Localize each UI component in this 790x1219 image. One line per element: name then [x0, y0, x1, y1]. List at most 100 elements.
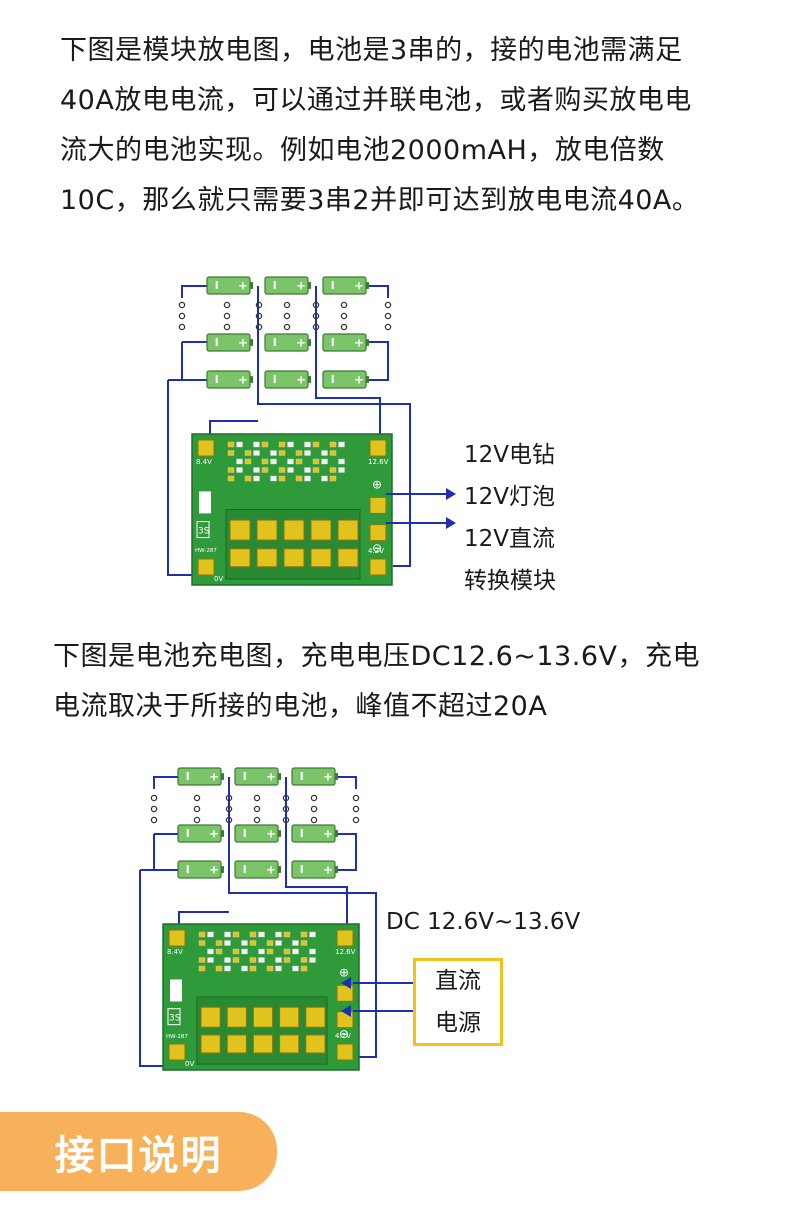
wire — [338, 776, 357, 789]
smd-component — [249, 965, 257, 972]
source-box-line-1: 直流 — [435, 968, 481, 994]
ellipsis-dot — [282, 816, 290, 824]
battery-terminal — [221, 866, 224, 873]
arrow-head — [446, 517, 456, 529]
smd-component — [312, 458, 320, 465]
smd-component — [249, 931, 257, 938]
solder-pad — [336, 929, 354, 947]
ellipsis-dot — [282, 805, 290, 813]
solder-pad — [197, 439, 215, 457]
smd-component — [232, 931, 240, 938]
battery-cell: I+ — [234, 767, 281, 786]
mosfet-pad — [256, 548, 278, 568]
ellipsis-dot — [352, 805, 360, 813]
solder-pad-positive — [369, 496, 387, 514]
wire — [368, 341, 389, 356]
battery-terminal — [250, 376, 253, 383]
smd-component — [275, 957, 282, 963]
smd-component — [215, 940, 223, 946]
ellipsis-dot — [150, 816, 158, 824]
smd-component — [198, 965, 206, 972]
ellipsis-dot — [310, 805, 318, 813]
mosfet-pad — [226, 1006, 247, 1028]
pcb-white-strip — [199, 491, 211, 514]
smd-component — [261, 441, 269, 448]
smd-component — [270, 475, 277, 482]
wire — [368, 285, 389, 298]
smd-component — [309, 957, 316, 963]
smd-component — [227, 475, 235, 482]
wire — [315, 286, 381, 445]
battery-neg-sign: I — [300, 864, 304, 876]
smd-component — [236, 467, 243, 473]
smd-component — [321, 458, 328, 465]
wire — [368, 356, 389, 381]
smd-component — [283, 931, 291, 938]
smd-component — [329, 450, 337, 456]
solder-pad — [197, 558, 215, 576]
smd-component — [338, 467, 345, 473]
battery-pos-sign: + — [266, 770, 276, 784]
mosfet-pad — [305, 1006, 326, 1028]
ellipsis-dot — [223, 312, 231, 320]
ellipsis-dot — [340, 323, 348, 331]
smd-component — [244, 458, 252, 465]
smd-component — [244, 475, 252, 482]
smd-component — [266, 940, 274, 946]
ellipsis-dot — [255, 323, 263, 331]
battery-terminal — [221, 773, 224, 780]
battery-pos-sign: + — [323, 863, 333, 877]
ellipsis-dot — [312, 301, 320, 309]
smd-component — [309, 931, 316, 938]
battery-pos-sign: + — [266, 863, 276, 877]
mosfet-pad — [252, 1034, 274, 1054]
ellipsis-dot — [253, 816, 261, 824]
pcb-white-strip — [170, 979, 182, 1002]
mosfet-pad — [310, 548, 332, 568]
discharge-line-4: 10C，那么就只需要3串2并即可达到放电电流40A。 — [60, 185, 700, 216]
smd-component — [300, 957, 308, 963]
pcb-badge: 3S — [169, 1014, 181, 1024]
ellipsis-dot — [384, 301, 392, 309]
smd-component — [207, 957, 214, 963]
discharge-line-3: 流大的电池实现。例如电池2000mAH，放电倍数 — [60, 135, 665, 166]
battery-cell: I+ — [177, 767, 224, 786]
smd-component — [258, 948, 265, 955]
minus-symbol: ⊖ — [339, 1027, 349, 1041]
ellipsis-dot — [193, 816, 201, 824]
wire — [167, 380, 197, 576]
solder-pad-negative — [369, 524, 387, 542]
ellipsis-dot — [178, 323, 186, 331]
battery-pos-sign: + — [238, 279, 248, 293]
ellipsis-dot — [310, 816, 318, 824]
source-box-line-2: 电源 — [435, 1010, 481, 1036]
battery-terminal — [366, 376, 369, 383]
battery-pos-sign: + — [323, 770, 333, 784]
smd-component — [236, 441, 243, 448]
plus-symbol: ⊕ — [339, 966, 349, 980]
mosfet-pad — [310, 519, 332, 541]
smd-component — [270, 458, 277, 465]
load-label-drill: 12V电钻 — [464, 442, 556, 468]
mosfet-pad — [283, 548, 305, 568]
ellipsis-dot — [193, 794, 201, 802]
pcb-model: HW-287 — [195, 548, 217, 554]
battery-pos-sign: + — [354, 279, 364, 293]
ellipsis-dot — [178, 312, 186, 320]
smd-component — [283, 957, 291, 963]
battery-neg-sign: I — [273, 337, 277, 349]
smd-component — [300, 931, 308, 938]
smd-component — [266, 965, 274, 972]
ellipsis-dot — [384, 312, 392, 320]
battery-neg-sign: I — [215, 374, 219, 386]
discharge-line-2: 40A放电电流，可以通过并联电池，或者购买放电电 — [60, 85, 692, 116]
smd-component — [292, 965, 299, 972]
battery-neg-sign: I — [186, 771, 190, 783]
mosfet-pad — [279, 1006, 300, 1028]
smd-component — [198, 940, 206, 946]
smd-component — [275, 940, 282, 946]
solder-pad — [336, 1043, 354, 1061]
battery-cell: I+ — [206, 333, 253, 352]
battery-neg-sign: I — [215, 280, 219, 292]
